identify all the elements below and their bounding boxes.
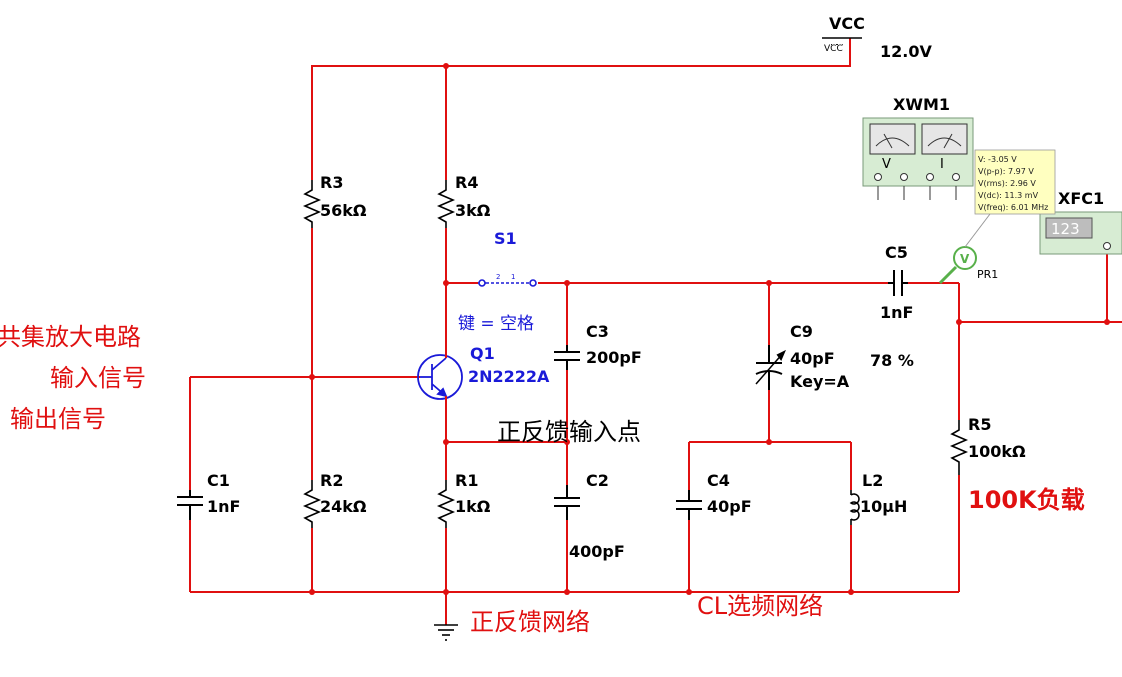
r5-value: 100kΩ [968, 442, 1026, 461]
c5-ref: C5 [885, 243, 908, 262]
r1-value: 1kΩ [455, 497, 491, 516]
c2-ref: C2 [586, 471, 609, 490]
feedback-network-annotation: 正反馈网络 [470, 608, 590, 636]
capacitor-c1[interactable] [177, 490, 203, 520]
c4-value: 40pF [707, 497, 752, 516]
c1-value: 1nF [207, 497, 240, 516]
c9-percent: 78 % [870, 351, 914, 370]
frequency-counter-xfc1[interactable]: XFC1 123 [1039, 189, 1122, 255]
vcc-symbol[interactable]: VCC VCC 12.0V [822, 14, 932, 61]
r2-value: 24kΩ [320, 497, 367, 516]
c9-key: Key=A [790, 372, 850, 391]
r3-ref: R3 [320, 173, 343, 192]
c2-value: 400pF [569, 542, 625, 561]
vcc-name: VCC [829, 14, 865, 33]
c1-ref: C1 [207, 471, 230, 490]
c9-value: 40pF [790, 349, 835, 368]
probe-readout-tooltip: V: -3.05 V V(p-p): 7.97 V V(rms): 2.96 V… [974, 149, 1056, 215]
resistor-r3[interactable] [302, 180, 322, 228]
s1-key: 键 = 空格 [458, 314, 534, 334]
r4-ref: R4 [455, 173, 478, 192]
q1-model: 2N2222A [468, 367, 550, 386]
r1-ref: R1 [455, 471, 478, 490]
s1-pin-2: 2 [496, 273, 500, 281]
variable-capacitor-c9[interactable] [755, 345, 786, 390]
load-annotation: 100K负载 [968, 486, 1085, 514]
resistor-r2[interactable] [302, 480, 322, 528]
resistor-r1[interactable] [436, 480, 456, 528]
s1-pin-1: 1 [511, 273, 515, 281]
inductor-l2[interactable] [849, 490, 860, 525]
probe-reading: V: -3.05 V [978, 155, 1017, 164]
probe-reading: V(p-p): 7.97 V [978, 167, 1034, 176]
xwm1-ref: XWM1 [893, 95, 950, 114]
probe-reading: V(freq): 6.01 MHz [978, 203, 1048, 212]
resistor-r4[interactable] [436, 180, 456, 228]
s1-ref: S1 [494, 229, 517, 248]
xwm1-v-label: V [882, 157, 891, 172]
junctions [309, 63, 1110, 595]
transistor-q1[interactable] [417, 354, 463, 400]
probe-reading: V(rms): 2.96 V [978, 179, 1036, 188]
xfc1-display: 123 [1051, 220, 1080, 238]
q1-ref: Q1 [470, 344, 495, 363]
probe-symbol: V [960, 252, 970, 266]
xfc1-ref: XFC1 [1058, 189, 1104, 208]
r2-ref: R2 [320, 471, 343, 490]
feedback-input-annotation: 正反馈输入点 [497, 418, 641, 446]
input-signal-annotation: 输入信号 [50, 364, 146, 392]
resistor-r5[interactable] [949, 420, 969, 475]
xwm1-i-label: I [940, 157, 944, 172]
c5-value: 1nF [880, 303, 913, 322]
capacitor-c3[interactable] [554, 345, 580, 370]
switch-s1[interactable] [478, 279, 537, 287]
wattmeter-xwm1[interactable]: XWM1 V I [862, 95, 974, 200]
l2-ref: L2 [862, 471, 883, 490]
capacitor-c4[interactable] [676, 490, 702, 520]
vcc-voltage: 12.0V [880, 42, 932, 61]
capacitor-c5[interactable] [888, 270, 908, 296]
capacitor-c2[interactable] [554, 485, 580, 520]
title-annotation: 共集放大电路 [0, 323, 141, 351]
c4-ref: C4 [707, 471, 730, 490]
vcc-pin-label: VCC [824, 44, 843, 54]
cl-network-annotation: CL选频网络 [697, 592, 823, 620]
r3-value: 56kΩ [320, 201, 367, 220]
probe-reading: V(dc): 11.3 mV [978, 191, 1039, 200]
probe-ref: PR1 [977, 268, 998, 281]
c3-ref: C3 [586, 322, 609, 341]
c3-value: 200pF [586, 348, 642, 367]
c9-ref: C9 [790, 322, 813, 341]
wires [189, 38, 1122, 625]
l2-value: 10μH [860, 497, 907, 516]
voltage-probe-pr1[interactable]: V PR1 [938, 213, 998, 285]
r4-value: 3kΩ [455, 201, 491, 220]
r5-ref: R5 [968, 415, 991, 434]
ground-symbol[interactable] [434, 624, 458, 641]
output-signal-annotation: 输出信号 [10, 405, 106, 433]
